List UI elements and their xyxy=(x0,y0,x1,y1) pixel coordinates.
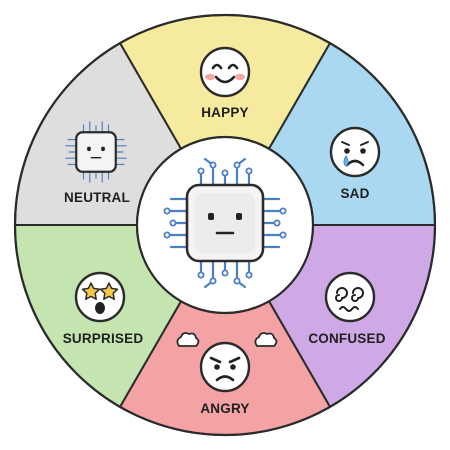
segment-label-angry: ANGRY xyxy=(200,401,249,416)
center-chip-icon xyxy=(163,157,287,289)
segment-label-happy: HAPPY xyxy=(201,105,249,120)
smiling-face-icon xyxy=(199,46,251,98)
steam-puff-right-icon xyxy=(254,332,278,347)
segment-neutral: NEUTRAL xyxy=(64,121,130,205)
segment-angry: ANGRY xyxy=(176,332,278,416)
segment-confused: CONFUSED xyxy=(308,271,386,346)
chip-neutral-face-icon xyxy=(65,121,127,183)
star-struck-face-icon xyxy=(74,271,126,323)
angry-face-icon xyxy=(199,341,251,393)
neutral-face-icon xyxy=(208,213,242,235)
segment-surprised: SURPRISED xyxy=(63,271,144,346)
dizzy-face-icon xyxy=(324,271,376,323)
segment-label-neutral: NEUTRAL xyxy=(64,190,130,205)
outer-ring xyxy=(13,13,437,437)
segment-happy: HAPPY xyxy=(199,46,251,120)
segment-label-surprised: SURPRISED xyxy=(63,331,144,346)
segment-sad: SAD xyxy=(329,126,381,201)
segment-label-sad: SAD xyxy=(340,186,369,201)
segment-label-confused: CONFUSED xyxy=(308,331,385,346)
crying-face-icon xyxy=(329,126,381,178)
steam-puff-left-icon xyxy=(176,332,200,347)
